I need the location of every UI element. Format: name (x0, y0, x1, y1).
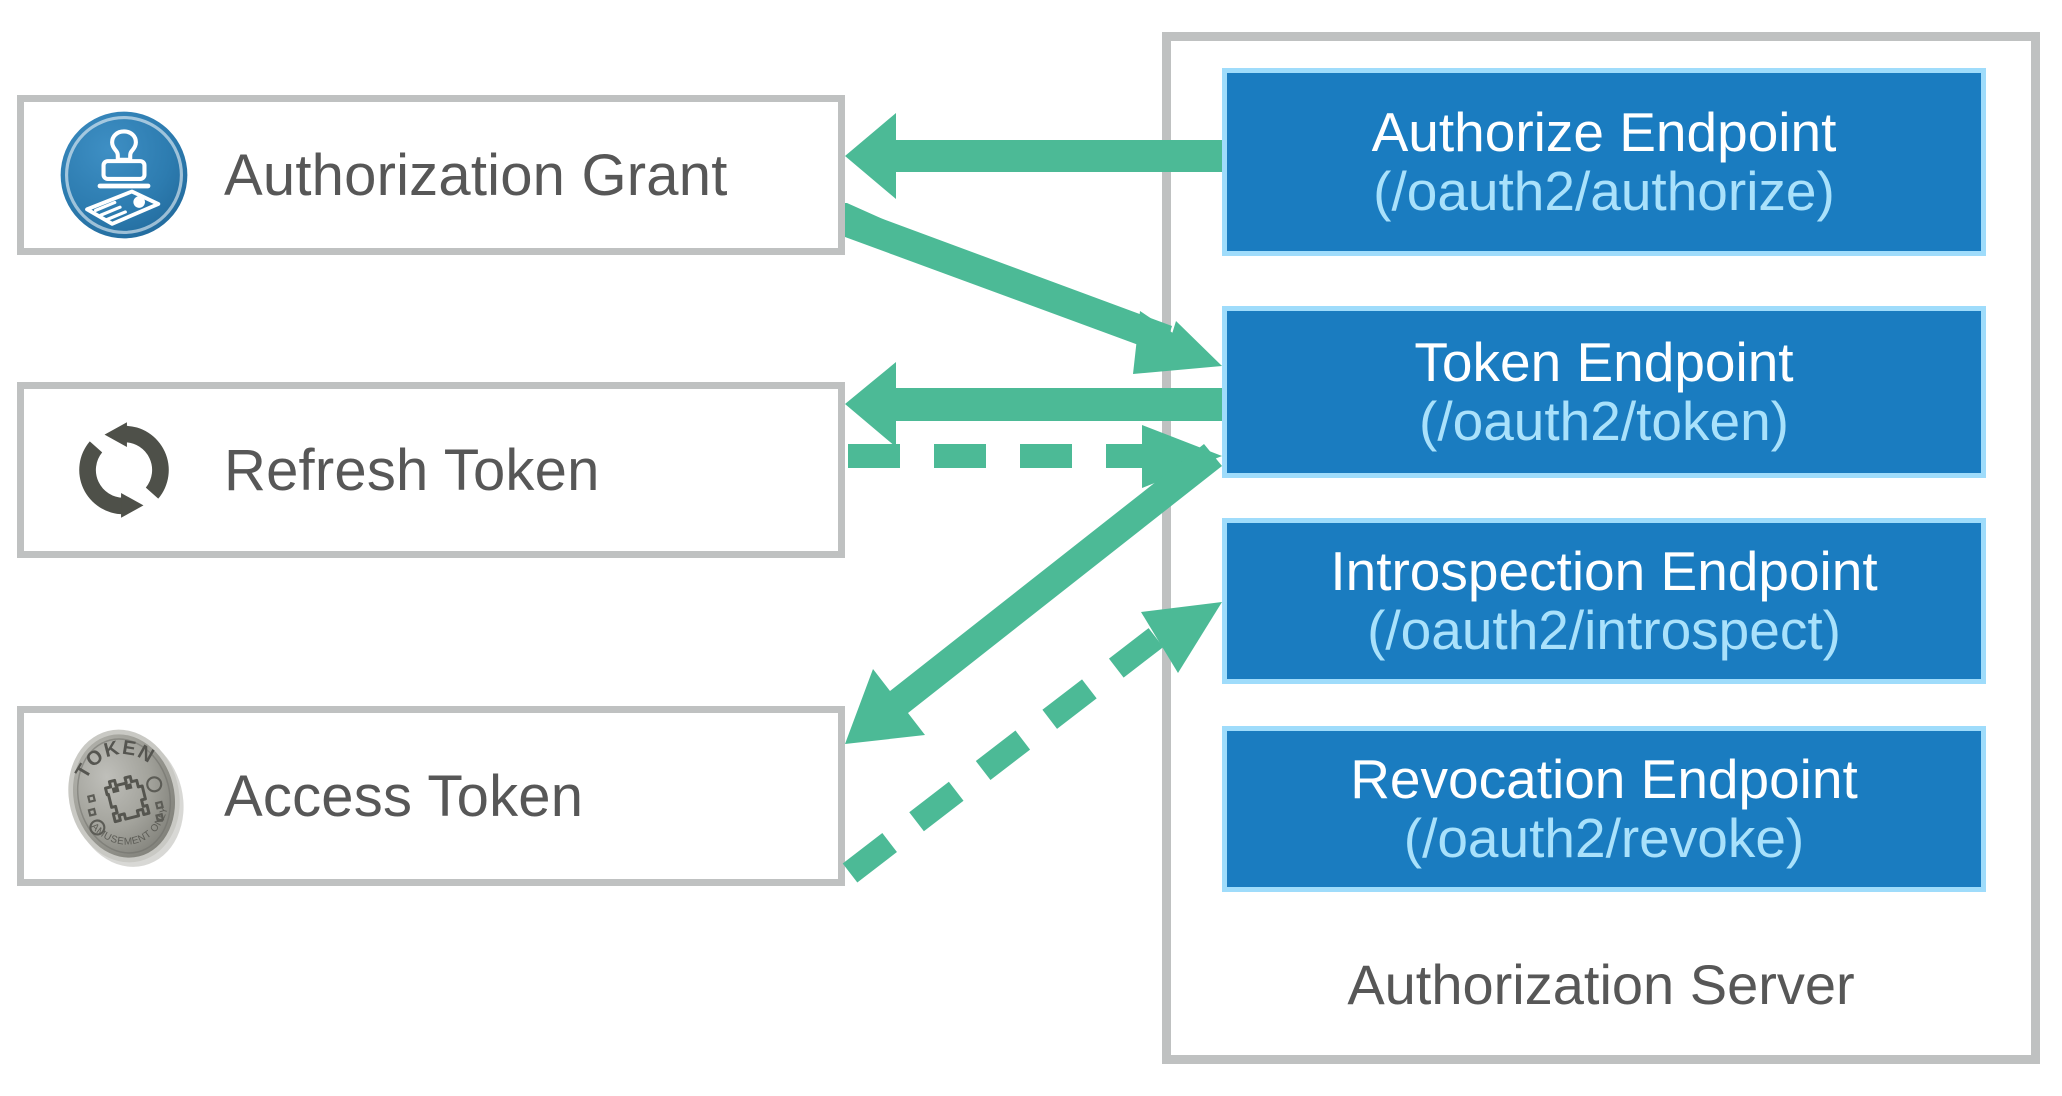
endpoint-authorize-title: Authorize Endpoint (1371, 100, 1837, 163)
refresh-arrows-icon (24, 411, 224, 529)
artifact-authorization-grant-label: Authorization Grant (224, 142, 728, 208)
endpoint-token[interactable]: Token Endpoint (/oauth2/token) (1222, 306, 1986, 478)
endpoint-introspection-title: Introspection Endpoint (1330, 539, 1878, 602)
endpoint-revocation[interactable]: Revocation Endpoint (/oauth2/revoke) (1222, 726, 1986, 892)
endpoint-token-path: (/oauth2/token) (1419, 390, 1789, 452)
endpoint-introspection[interactable]: Introspection Endpoint (/oauth2/introspe… (1222, 518, 1986, 684)
endpoint-revocation-path: (/oauth2/revoke) (1403, 807, 1805, 869)
artifact-refresh-token-label: Refresh Token (224, 437, 600, 503)
artifact-authorization-grant[interactable]: Authorization Grant (17, 95, 845, 255)
endpoint-introspection-path: (/oauth2/introspect) (1367, 599, 1841, 661)
coin-token-icon: TOKEN (24, 721, 224, 871)
artifact-access-token-label: Access Token (224, 763, 584, 829)
artifact-access-token[interactable]: TOKEN (17, 706, 845, 886)
endpoint-authorize-path: (/oauth2/authorize) (1373, 160, 1835, 222)
endpoint-revocation-title: Revocation Endpoint (1350, 747, 1858, 810)
stamp-icon (24, 109, 224, 241)
endpoint-authorize[interactable]: Authorize Endpoint (/oauth2/authorize) (1222, 68, 1986, 256)
authorization-server-label: Authorization Server (1347, 953, 1855, 1016)
artifact-refresh-token[interactable]: Refresh Token (17, 382, 845, 558)
endpoint-token-title: Token Endpoint (1414, 330, 1794, 393)
